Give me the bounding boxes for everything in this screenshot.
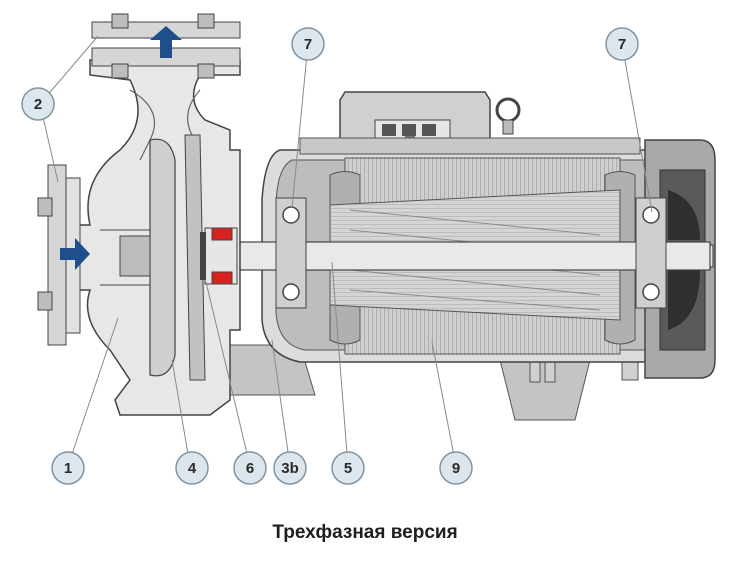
callout-7-front: 7 xyxy=(291,27,325,61)
callout-label-1: 1 xyxy=(64,460,72,477)
callout-3b: 3b xyxy=(273,451,307,485)
suction-flow-arrow-icon xyxy=(60,238,90,270)
discharge-flow-arrow-icon xyxy=(150,26,182,58)
terminal-box xyxy=(299,91,641,155)
impeller xyxy=(119,134,206,381)
callout-2: 2 xyxy=(21,87,55,121)
motor-shaft xyxy=(149,241,711,271)
callout-label-2: 2 xyxy=(34,96,42,113)
callout-7-rear: 7 xyxy=(605,27,639,61)
callout-label-7-front: 7 xyxy=(304,36,312,53)
callout-label-3b: 3b xyxy=(281,460,299,477)
callout-label-4: 4 xyxy=(188,460,197,477)
callout-4: 4 xyxy=(175,451,209,485)
front-bearing xyxy=(275,197,307,309)
callout-6: 6 xyxy=(233,451,267,485)
rear-bearing xyxy=(635,197,667,309)
callout-9: 9 xyxy=(439,451,473,485)
callout-label-6: 6 xyxy=(246,460,254,477)
callout-1: 1 xyxy=(51,451,85,485)
callout-5: 5 xyxy=(331,451,365,485)
mechanical-seal xyxy=(200,227,238,285)
diagram-caption: Трехфазная версия xyxy=(272,522,458,543)
callout-label-7-rear: 7 xyxy=(618,36,626,53)
callout-label-5: 5 xyxy=(344,460,352,477)
callout-label-9: 9 xyxy=(452,460,460,477)
